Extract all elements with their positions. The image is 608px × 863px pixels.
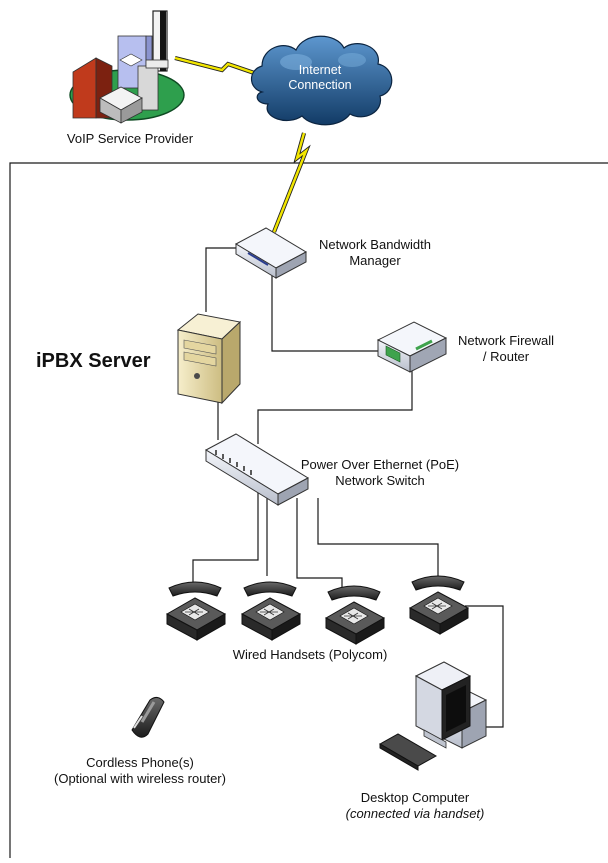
phone-icon	[324, 585, 386, 645]
internet-label-line1: Internet	[298, 63, 342, 77]
link-switch-phone4	[317, 498, 439, 578]
cordless-label: Cordless Phone(s) (Optional with wireles…	[40, 755, 240, 787]
bandwidth-manager-label: Network Bandwidth Manager	[300, 237, 450, 269]
internet-label-line2: Connection	[288, 78, 352, 92]
switch-icon	[204, 433, 310, 506]
bandwidth-manager-line2: Manager	[349, 253, 401, 268]
handsets-label: Wired Handsets (Polycom)	[232, 647, 388, 662]
cordless-line1: Cordless Phone(s)	[86, 755, 194, 770]
link-firewall-switch	[257, 370, 413, 444]
firewall-line1: Network Firewall	[457, 333, 555, 348]
link-switch-phone3	[296, 498, 343, 590]
phone-icon	[165, 581, 227, 641]
cordless-phone-icon	[131, 696, 165, 738]
switch-line2: Network Switch	[335, 473, 425, 488]
firewall-icon	[376, 321, 448, 373]
server-tower-icon	[176, 313, 242, 405]
desktop-line1: Desktop Computer	[360, 790, 470, 805]
firewall-line2: / Router	[482, 349, 530, 364]
link-bandwidth-server	[205, 247, 236, 312]
desktop-label: Desktop Computer (connected via handset)	[330, 790, 500, 822]
desktop-line2: (connected via handset)	[345, 806, 485, 821]
computer-icon	[378, 661, 488, 771]
phone-icon	[408, 575, 470, 635]
building-icon	[69, 10, 185, 124]
site-boundary	[9, 162, 608, 858]
server-label: iPBX Server	[36, 350, 151, 372]
cloud-icon	[250, 35, 393, 126]
firewall-label: Network Firewall / Router	[446, 333, 566, 365]
cordless-line2: (Optional with wireless router)	[54, 771, 226, 786]
link-switch-phone1	[192, 490, 259, 588]
router-icon	[234, 227, 308, 279]
switch-label: Power Over Ethernet (PoE) Network Switch	[290, 457, 470, 489]
phone-icon	[240, 581, 302, 641]
switch-line1: Power Over Ethernet (PoE)	[300, 457, 460, 472]
internet-label: Internet Connection	[280, 63, 360, 93]
link-bandwidth-firewall	[271, 275, 378, 352]
bandwidth-manager-line1: Network Bandwidth	[319, 237, 431, 252]
provider-label: VoIP Service Provider	[66, 131, 194, 146]
